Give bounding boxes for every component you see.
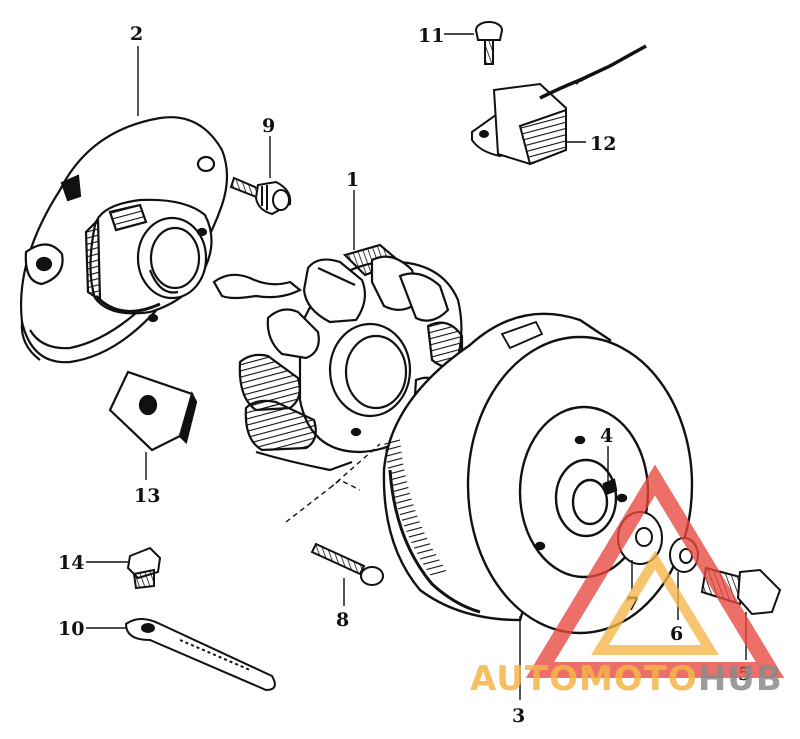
stator-base-plate bbox=[20, 116, 229, 364]
label-part-12: 12 bbox=[590, 133, 616, 155]
rotor-flywheel bbox=[382, 312, 694, 635]
label-part-13: 13 bbox=[134, 485, 160, 507]
watermark-logo bbox=[525, 464, 785, 678]
bolt-14 bbox=[126, 546, 162, 590]
label-part-11: 11 bbox=[418, 25, 444, 47]
label-part-1: 1 bbox=[346, 169, 359, 191]
label-part-2: 2 bbox=[130, 23, 143, 45]
label-part-9: 9 bbox=[262, 115, 275, 137]
screw-11 bbox=[475, 21, 503, 65]
grommet-13 bbox=[108, 370, 198, 452]
label-part-10: 10 bbox=[58, 618, 84, 640]
label-part-14: 14 bbox=[58, 552, 84, 574]
watermark-text-part1: AUTOMOTO bbox=[470, 659, 698, 699]
label-part-3: 3 bbox=[512, 705, 525, 727]
label-part-8: 8 bbox=[336, 609, 349, 631]
label-part-6: 6 bbox=[670, 623, 683, 645]
label-part-4: 4 bbox=[600, 425, 613, 447]
clamp-10 bbox=[124, 618, 276, 692]
svg-text:AUTOMOTOHUB: AUTOMOTOHUB bbox=[470, 659, 783, 699]
screw-8 bbox=[310, 542, 384, 586]
watermark-triangle-icon bbox=[525, 464, 785, 678]
bolt-9 bbox=[229, 176, 292, 216]
watermark-text-part2: HUB bbox=[698, 659, 783, 699]
pulse-generator-12 bbox=[471, 44, 647, 166]
watermark-text: AUTOMOTOHUB bbox=[470, 659, 783, 699]
